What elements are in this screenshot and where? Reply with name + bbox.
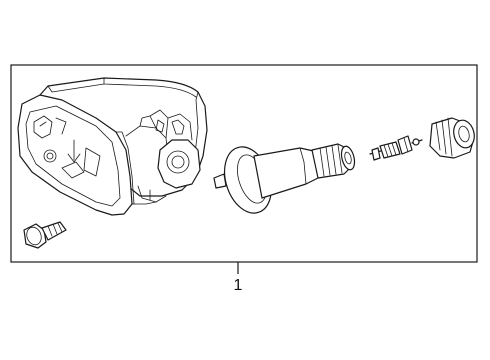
callout-label: 1 [234,277,243,294]
valve-core-icon [369,135,423,161]
diagram-frame [10,64,478,263]
mounting-screw-icon [23,221,67,249]
valve-cap-icon [429,117,475,159]
tpms-sensor-body-icon [17,77,208,216]
valve-stem-icon [213,143,356,214]
